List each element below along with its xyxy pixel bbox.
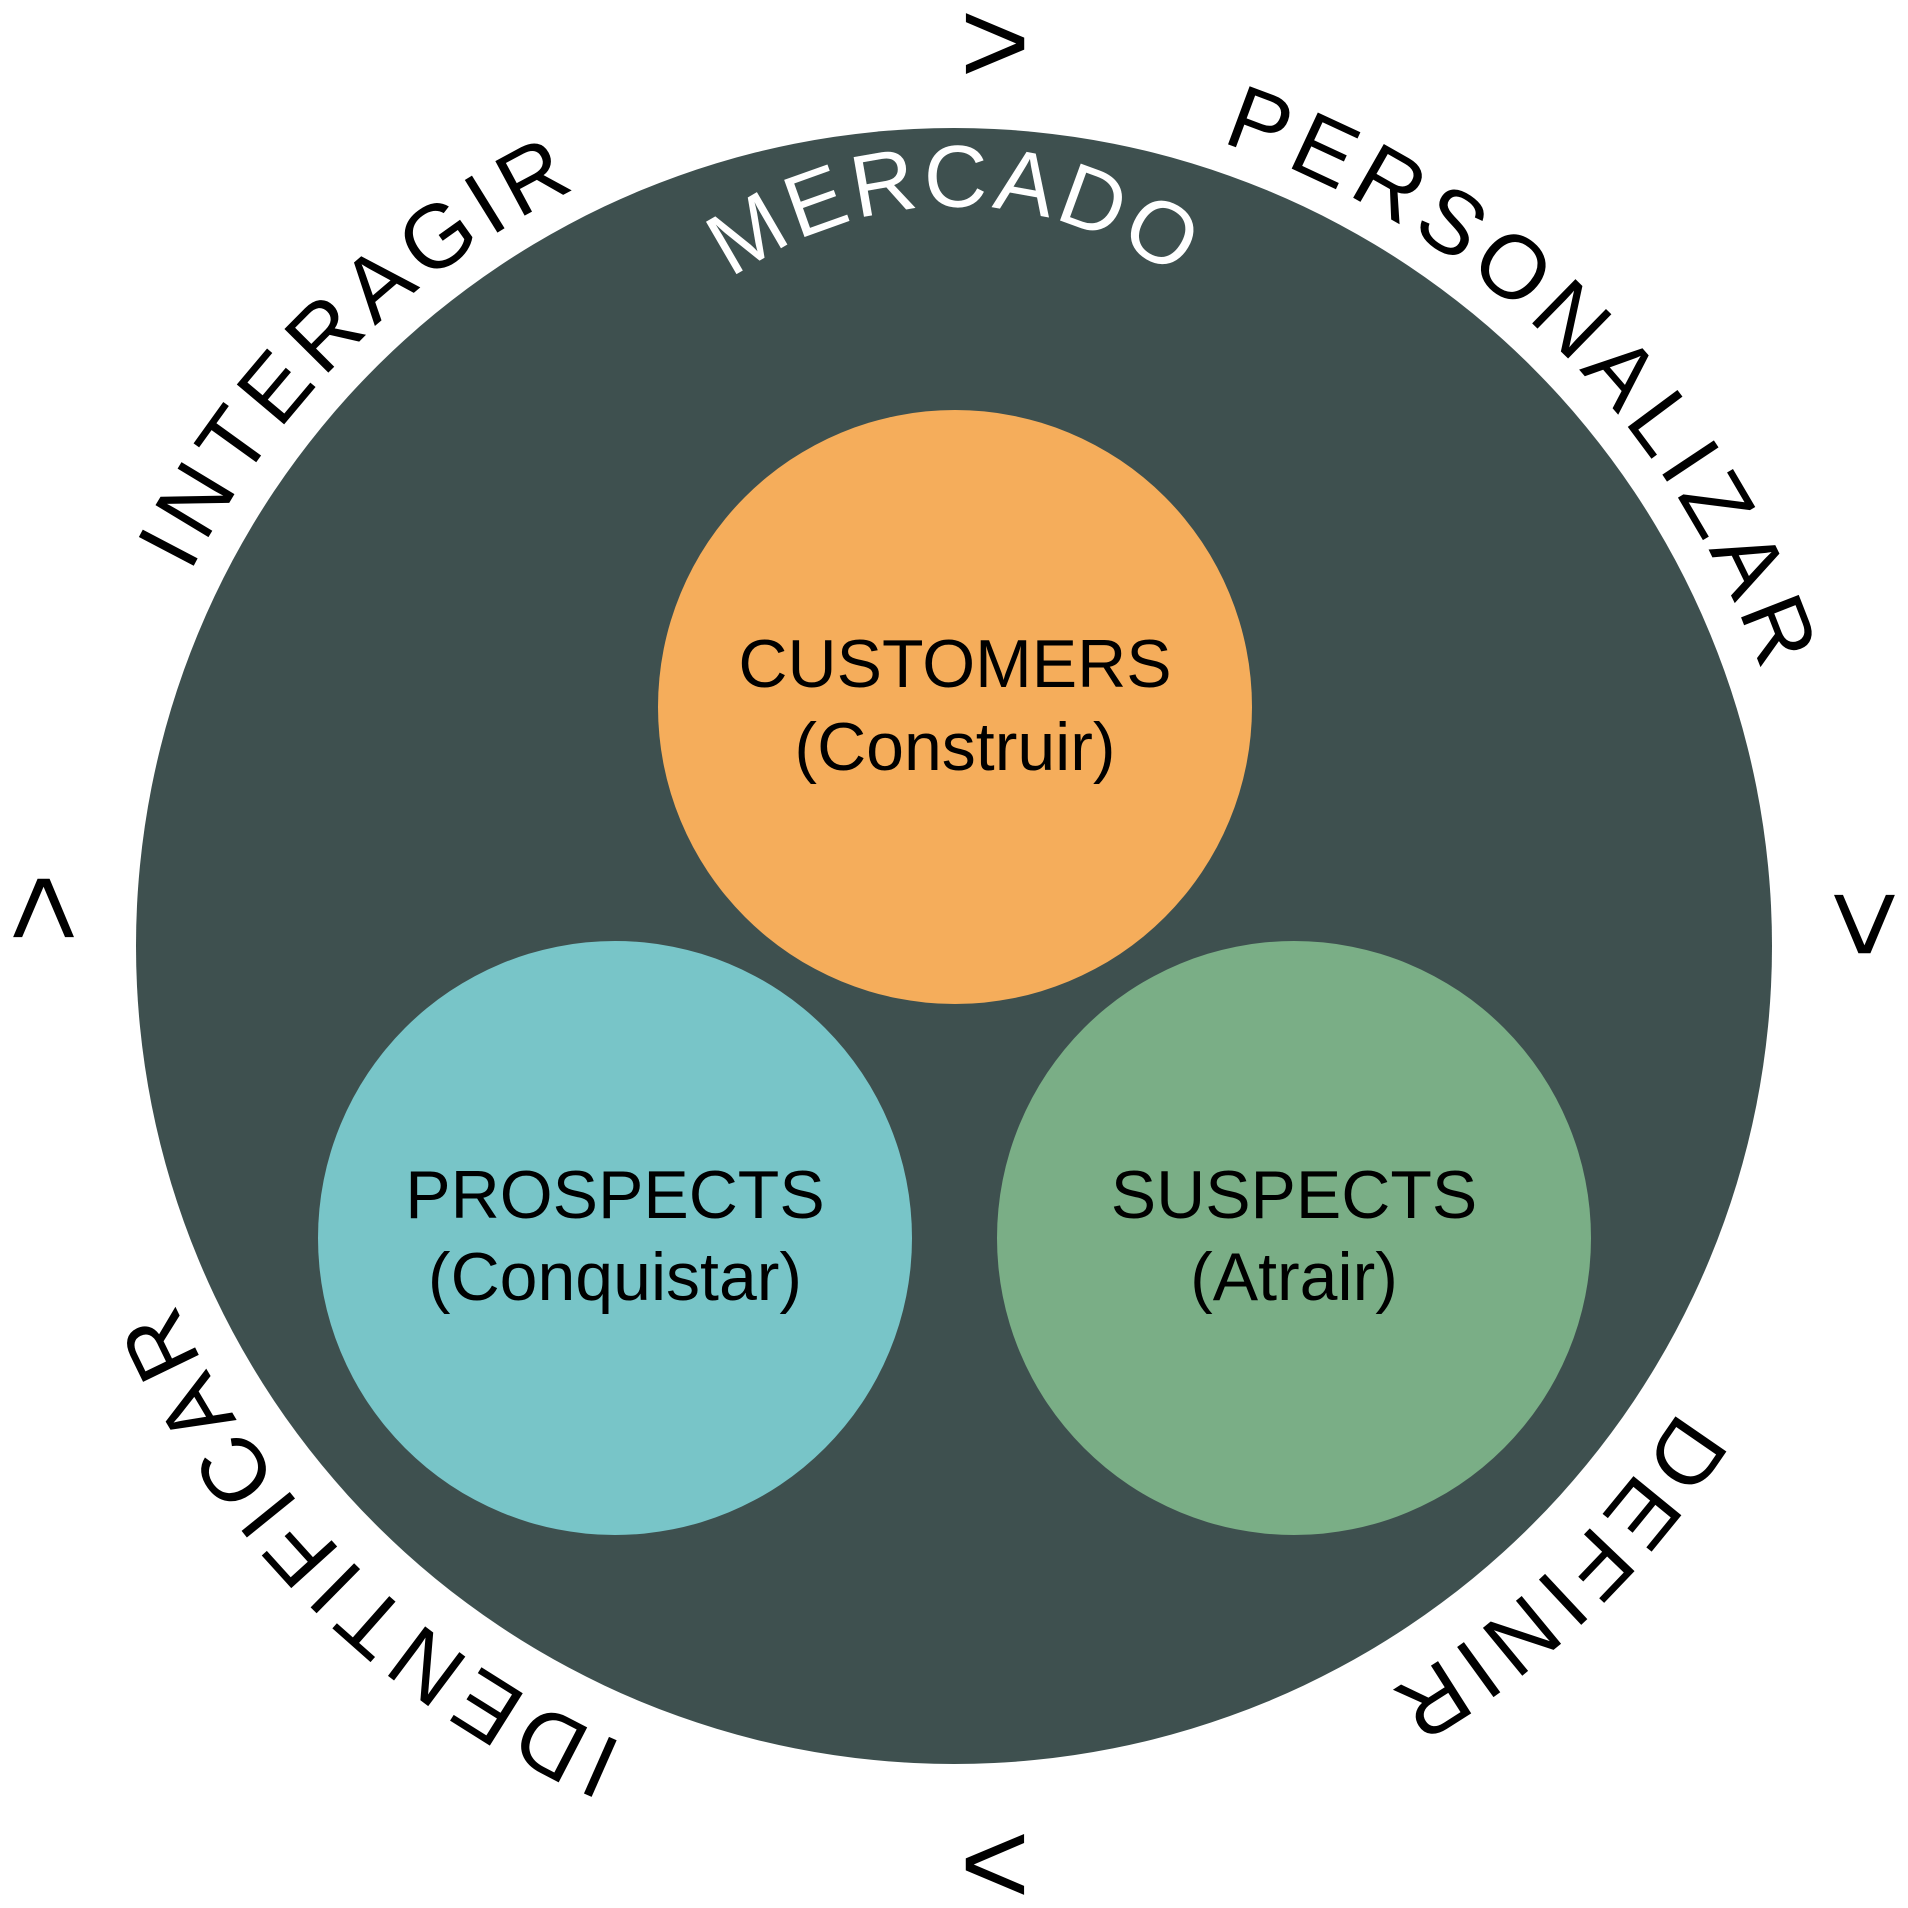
prospects-subtitle: (Conquistar) — [428, 1239, 802, 1315]
customers-circle — [658, 410, 1252, 1004]
customers-title: CUSTOMERS — [738, 626, 1171, 702]
customers-subtitle: (Construir) — [794, 709, 1115, 785]
arrow-top-icon: > — [960, 0, 1030, 109]
arrow-right-icon: > — [1799, 889, 1908, 959]
arrow-bottom-icon: > — [960, 1799, 1030, 1908]
suspects-circle — [997, 941, 1591, 1535]
suspects-title: SUSPECTS — [1111, 1157, 1478, 1233]
prospects-title: PROSPECTS — [405, 1157, 824, 1233]
arrow-left-icon: > — [0, 873, 109, 943]
suspects-subtitle: (Atrair) — [1190, 1239, 1398, 1315]
prospects-circle — [318, 941, 912, 1535]
